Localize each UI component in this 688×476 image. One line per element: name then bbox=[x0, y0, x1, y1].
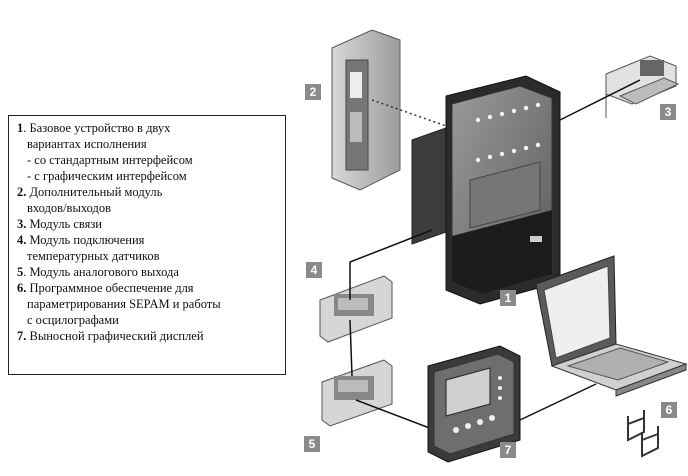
legend-item-4: 4. Модуль подключения bbox=[17, 233, 145, 247]
callout-1: 1 bbox=[500, 290, 516, 306]
callout-6: 6 bbox=[661, 402, 677, 418]
software-accessories bbox=[627, 410, 659, 458]
legend-item-6: 6. Программное обеспечение для bbox=[17, 281, 194, 295]
comm-module bbox=[605, 55, 680, 118]
callout-2: 2 bbox=[305, 84, 321, 100]
base-unit bbox=[411, 75, 561, 305]
module-cable bbox=[349, 229, 433, 300]
io-module-connector bbox=[371, 99, 453, 129]
legend-item-6-line-2: параметрирования SEPAM и работы bbox=[27, 297, 221, 311]
legend-box: 1. Базовое устройство в двух вариантах и… bbox=[8, 115, 286, 375]
legend-item-3: 3. Модуль связи bbox=[17, 217, 102, 231]
callout-5: 5 bbox=[304, 436, 320, 452]
legend-item-1-line-2: вариантах исполнения bbox=[27, 137, 147, 151]
legend-item-6-line-3: с осцилографами bbox=[27, 313, 119, 327]
module-cable-2 bbox=[349, 319, 353, 377]
legend-item-4-line-2: температурных датчиков bbox=[27, 249, 160, 263]
remote-display bbox=[427, 345, 521, 463]
temperature-module bbox=[319, 275, 393, 343]
legend-item-2: 2. Дополнительный модуль bbox=[17, 185, 163, 199]
legend-item-1-sub-1: - со стандартным интерфейсом bbox=[27, 153, 193, 167]
legend-item-5: 5. Модуль аналогового выхода bbox=[17, 265, 179, 279]
io-module bbox=[331, 29, 401, 191]
analog-output-module bbox=[321, 359, 393, 427]
legend-item-7: 7. Выносной графический дисплей bbox=[17, 329, 204, 343]
callout-7: 7 bbox=[500, 442, 516, 458]
comm-cable bbox=[559, 79, 641, 121]
laptop-cable bbox=[519, 383, 597, 421]
legend-item-2-line-2: входов/выходов bbox=[27, 201, 112, 215]
laptop-icon bbox=[535, 255, 688, 397]
legend-item-1-sub-2: - с графическим интерфейсом bbox=[27, 169, 187, 183]
callout-4: 4 bbox=[306, 262, 322, 278]
callout-3: 3 bbox=[660, 104, 676, 120]
legend-item-1: 1. Базовое устройство в двух bbox=[17, 121, 171, 135]
